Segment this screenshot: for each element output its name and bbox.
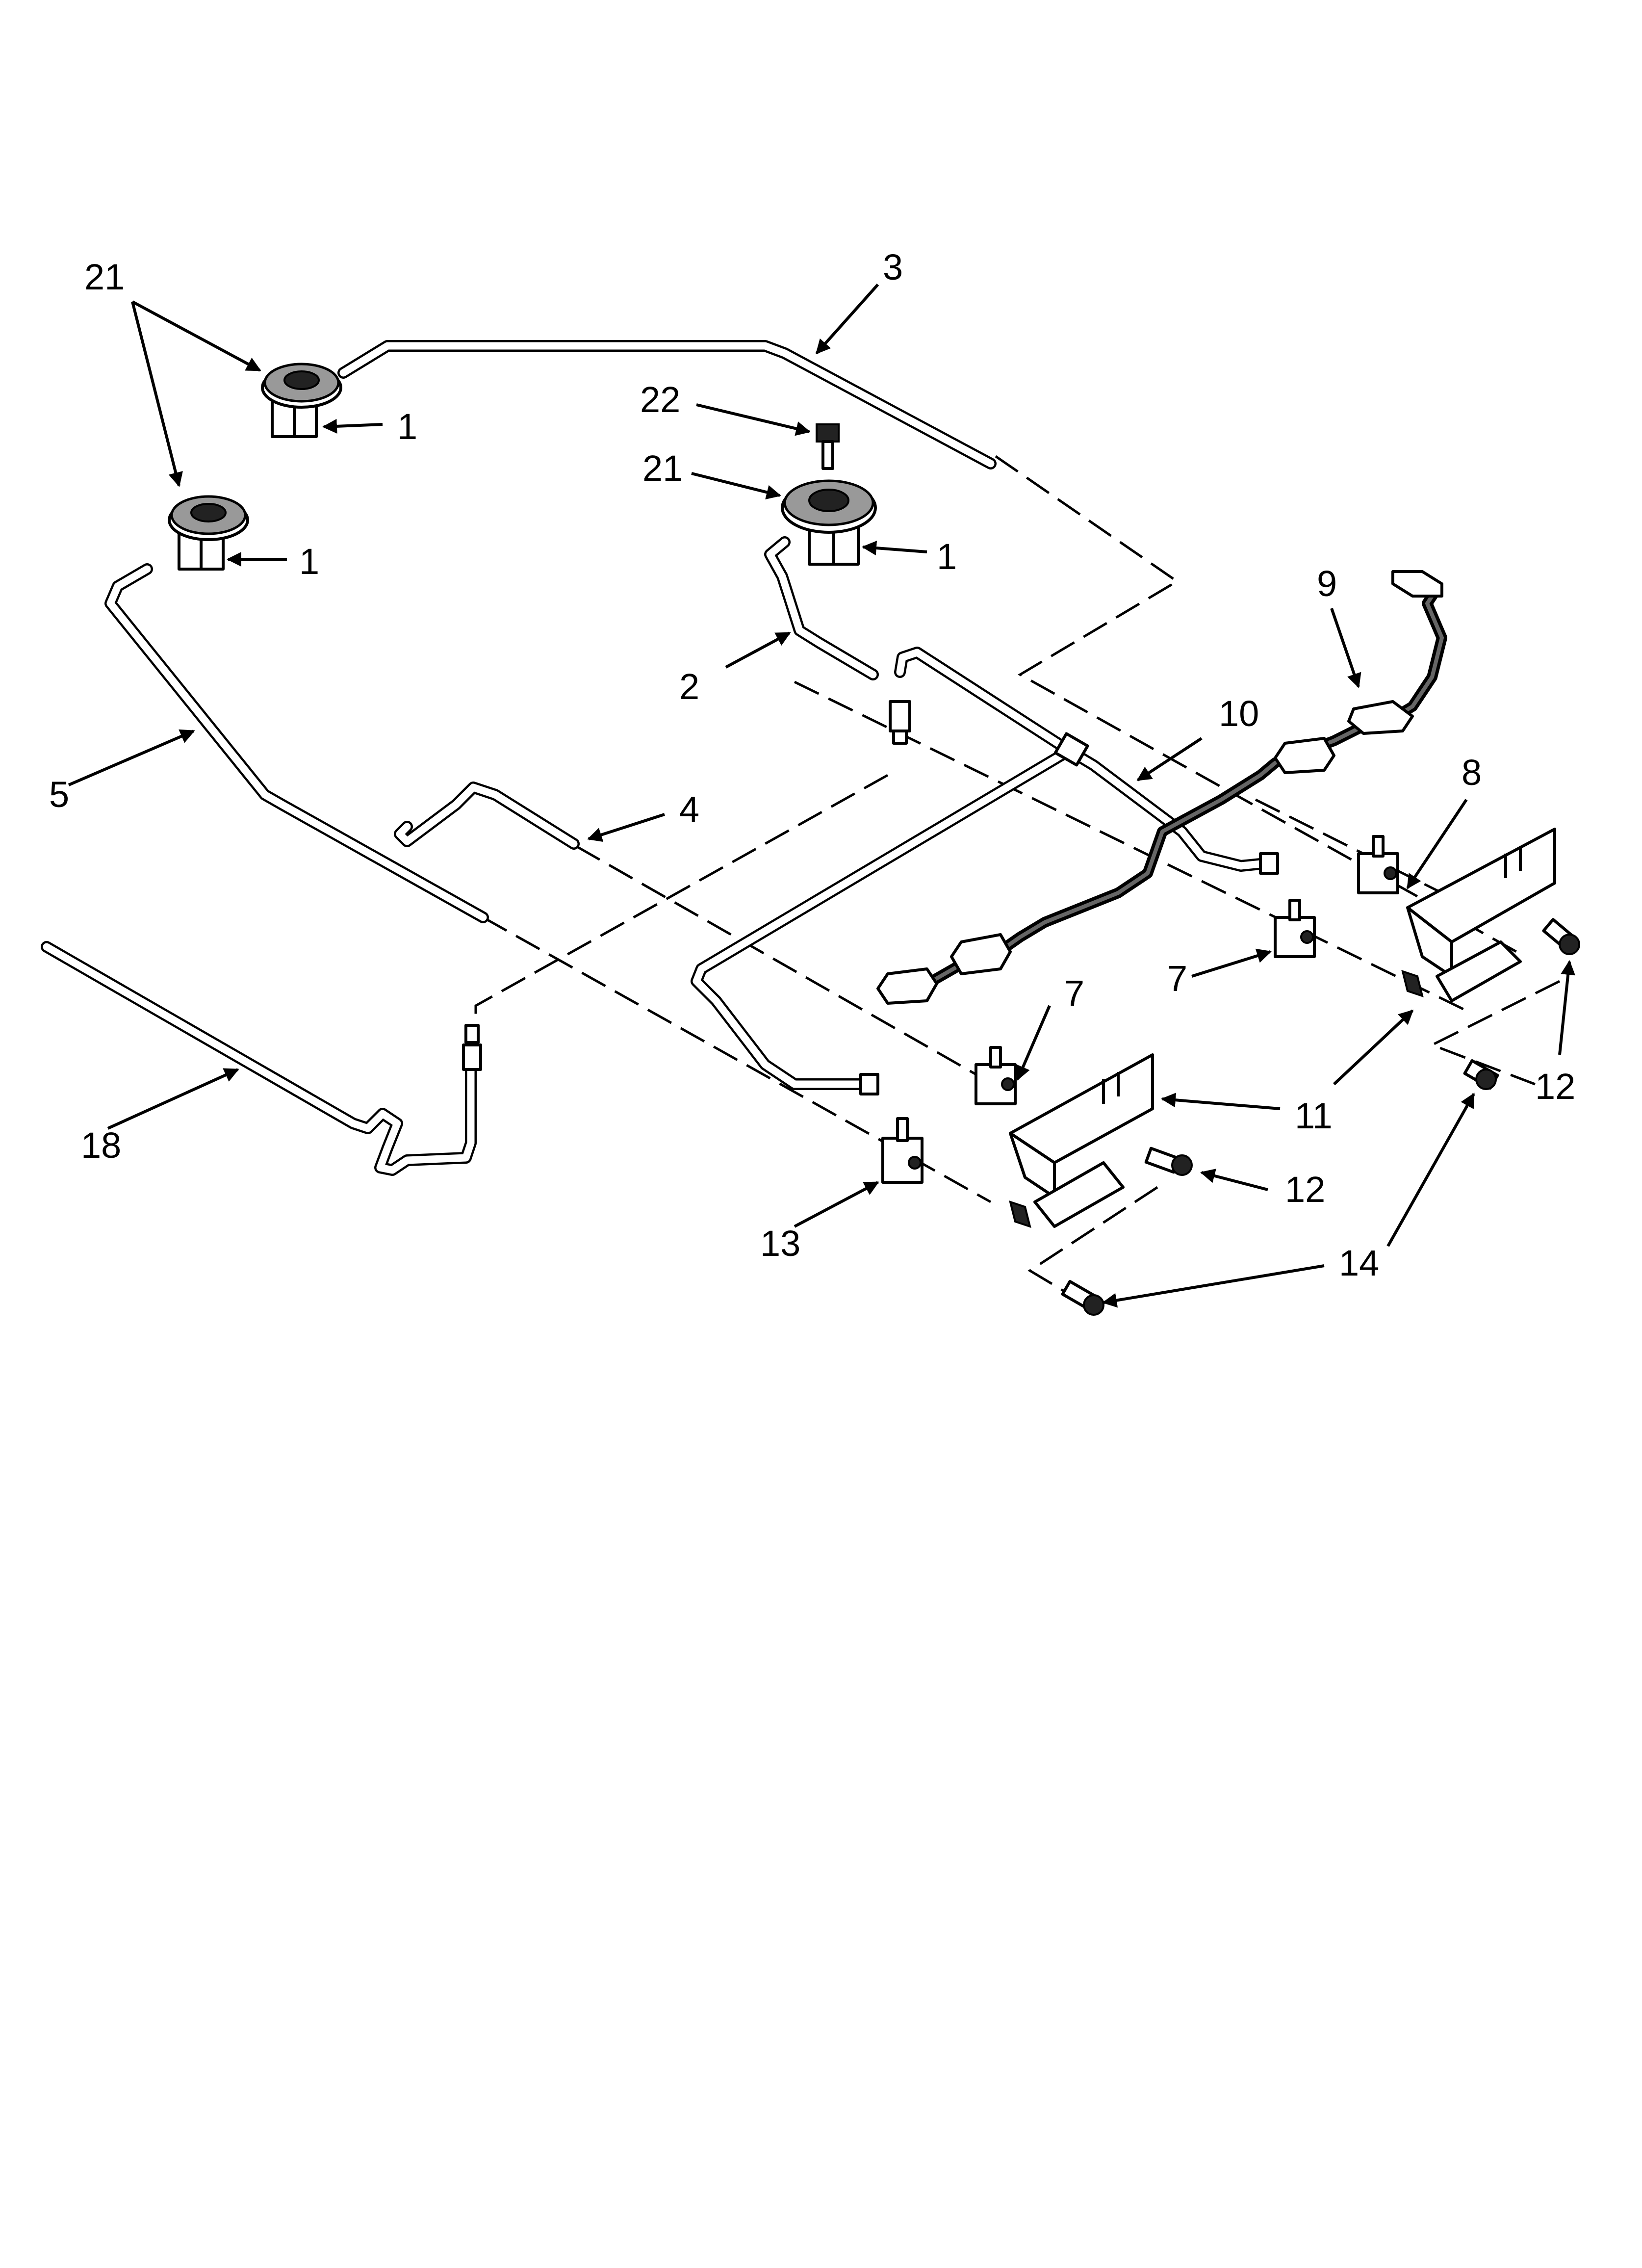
- callout-18: 18: [81, 1125, 121, 1166]
- callout-10: 10: [1219, 693, 1259, 734]
- screw-14-center: [1061, 1280, 1104, 1316]
- gas-tube-3: [337, 340, 997, 469]
- gas-manifold-10: [691, 647, 1279, 1095]
- callout-14: 14: [1339, 1243, 1379, 1283]
- valve-7-center: [975, 1046, 1017, 1105]
- callout-1-left: 1: [299, 541, 319, 582]
- callout-22: 22: [640, 379, 680, 420]
- callout-12-right: 12: [1535, 1066, 1575, 1107]
- callout-11: 11: [1295, 1095, 1333, 1136]
- screw-14-right: [1463, 1059, 1499, 1090]
- screw-12-center: [1144, 1147, 1193, 1176]
- callout-8: 8: [1462, 752, 1482, 793]
- gas-supply-tube-18: [41, 941, 482, 1176]
- callout-labels: 21 3 22 1 21 1 1 9 10 2 8 5 4 7 7 11 12 …: [49, 247, 1575, 1283]
- callout-7-center: 7: [1064, 973, 1084, 1014]
- valve-7-right: [1274, 899, 1316, 958]
- callout-12-center: 12: [1285, 1169, 1325, 1210]
- gas-tube-2: [764, 536, 879, 680]
- callout-21-top: 21: [84, 257, 125, 297]
- valve-13: [881, 1117, 924, 1184]
- leader-lines: [68, 284, 1576, 1308]
- screw-22: [816, 423, 840, 470]
- bracket-11-right: [1401, 828, 1556, 1002]
- callout-21-center: 21: [642, 448, 683, 489]
- callout-5: 5: [49, 774, 69, 815]
- callout-9: 9: [1317, 563, 1337, 604]
- callout-4: 4: [679, 789, 699, 830]
- burner-base-21-center: [781, 479, 877, 566]
- callout-1-center: 1: [937, 536, 957, 577]
- screw-12-right: [1542, 918, 1580, 955]
- gas-tube-4: [394, 782, 580, 850]
- callout-13: 13: [760, 1223, 800, 1264]
- burner-base-21-top-left: [261, 363, 342, 438]
- bracket-11-center: [1009, 1053, 1154, 1228]
- valve-8: [1357, 835, 1399, 894]
- burner-base-21-left: [168, 495, 249, 571]
- callout-3: 3: [883, 247, 903, 287]
- wire-harness-9: [876, 570, 1447, 1005]
- callout-1-top-left: 1: [397, 406, 417, 447]
- gas-tube-5: [104, 563, 489, 923]
- callout-7-right: 7: [1167, 958, 1187, 999]
- callout-2: 2: [679, 666, 699, 707]
